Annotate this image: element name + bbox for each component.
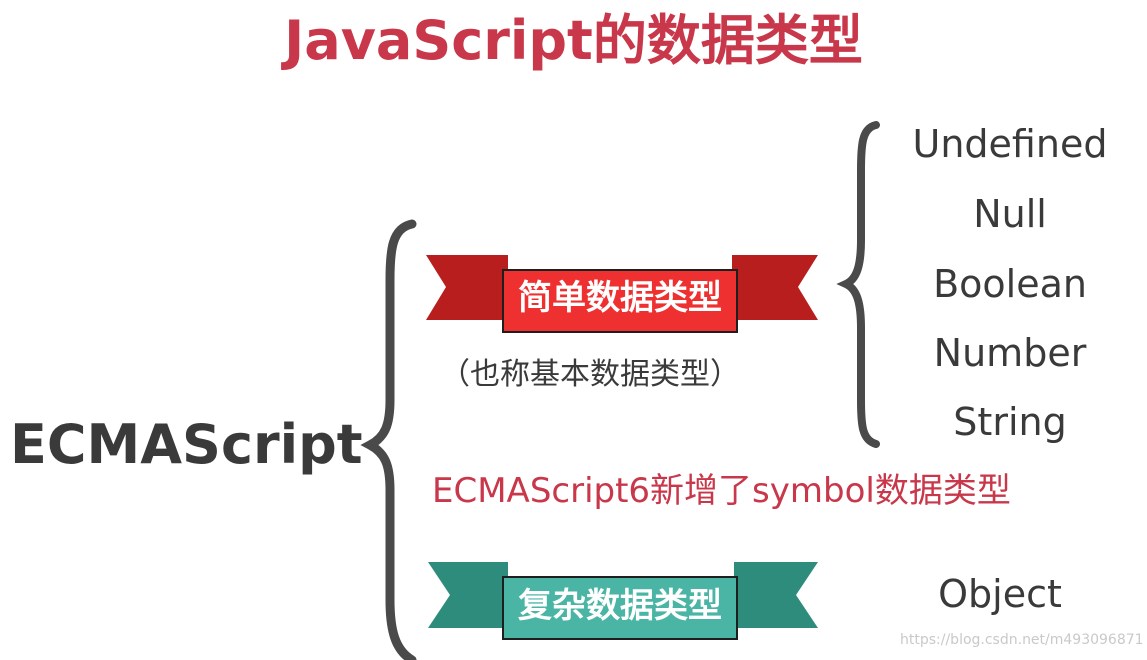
- simple-note: （也称基本数据类型）: [440, 357, 740, 392]
- complex-ribbon-band: [502, 576, 738, 640]
- type-string: String: [953, 400, 1067, 444]
- type-null: Null: [973, 192, 1047, 236]
- complex-ribbon-left-tail: [428, 562, 508, 628]
- simple-types-brace: [836, 121, 880, 448]
- type-undefined: Undefined: [912, 122, 1108, 166]
- watermark: https://blog.csdn.net/m493096871: [900, 632, 1144, 648]
- complex-ribbon: [428, 562, 818, 640]
- type-number: Number: [933, 331, 1087, 375]
- root-brace: [360, 219, 417, 660]
- simple-ribbon-label: 简单数据类型: [518, 278, 722, 318]
- simple-ribbon-band: [502, 269, 738, 333]
- type-boolean: Boolean: [933, 262, 1087, 306]
- simple-ribbon-left-tail: [426, 255, 508, 320]
- diagram-title: JavaScript的数据类型: [284, 9, 863, 72]
- type-object: Object: [938, 572, 1062, 616]
- complex-ribbon-label: 复杂数据类型: [518, 586, 722, 626]
- simple-ribbon: [426, 255, 818, 333]
- complex-ribbon-right-tail: [734, 562, 818, 628]
- simple-ribbon-right-tail: [732, 255, 818, 320]
- es6-note: ECMAScript6新增了symbol数据类型: [432, 471, 1011, 511]
- root-label: ECMAScript: [10, 413, 363, 476]
